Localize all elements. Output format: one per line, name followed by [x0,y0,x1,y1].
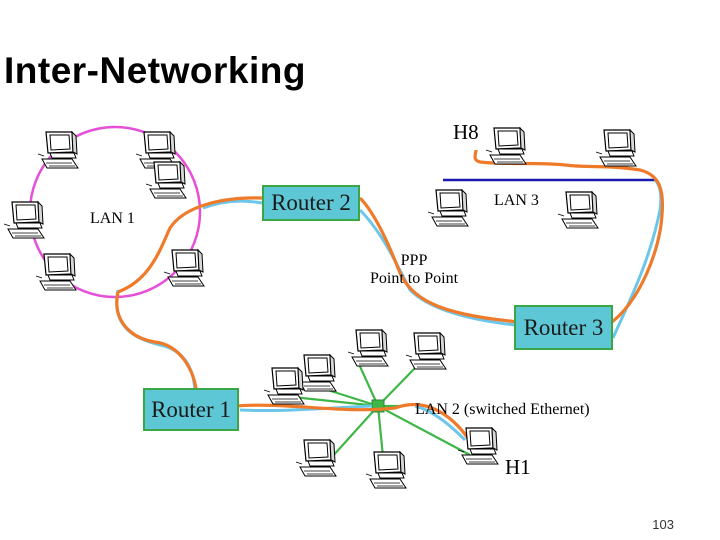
computer-icon [485,127,527,165]
lan2-label: LAN 2 (switched Ethernet) [415,401,590,418]
computer-icon [35,253,77,291]
page-title: Inter-Networking [4,50,306,91]
lan3-label: LAN 3 [494,192,539,209]
router-1[interactable]: Router 1 [143,388,239,431]
host-h8-label: H8 [453,120,479,144]
page-number: 103 [652,517,674,532]
computer-icon [557,191,599,229]
computer-icon [405,332,447,370]
ppp-label: PPP Point to Point [358,252,470,288]
computer-icon [163,249,205,287]
host-h1-label: H1 [505,455,531,479]
router-1-label: Router 1 [151,396,231,422]
computer-icon [595,129,637,167]
computer-icon [365,451,407,489]
computer-icon [263,367,305,405]
router-3[interactable]: Router 3 [514,305,613,350]
router-2-label: Router 2 [271,190,351,215]
router-2[interactable]: Router 2 [262,185,360,221]
lan1-label: LAN 1 [90,210,135,227]
computer-icon [295,439,337,477]
computer-icon [37,131,79,169]
ppp-label-line1: PPP [400,252,428,269]
computer-icon [427,189,469,227]
route-path [115,149,665,456]
computer-icon [347,329,389,367]
router-3-label: Router 3 [523,314,604,340]
ppp-label-line2: Point to Point [369,270,459,287]
computer-icon [3,201,45,239]
